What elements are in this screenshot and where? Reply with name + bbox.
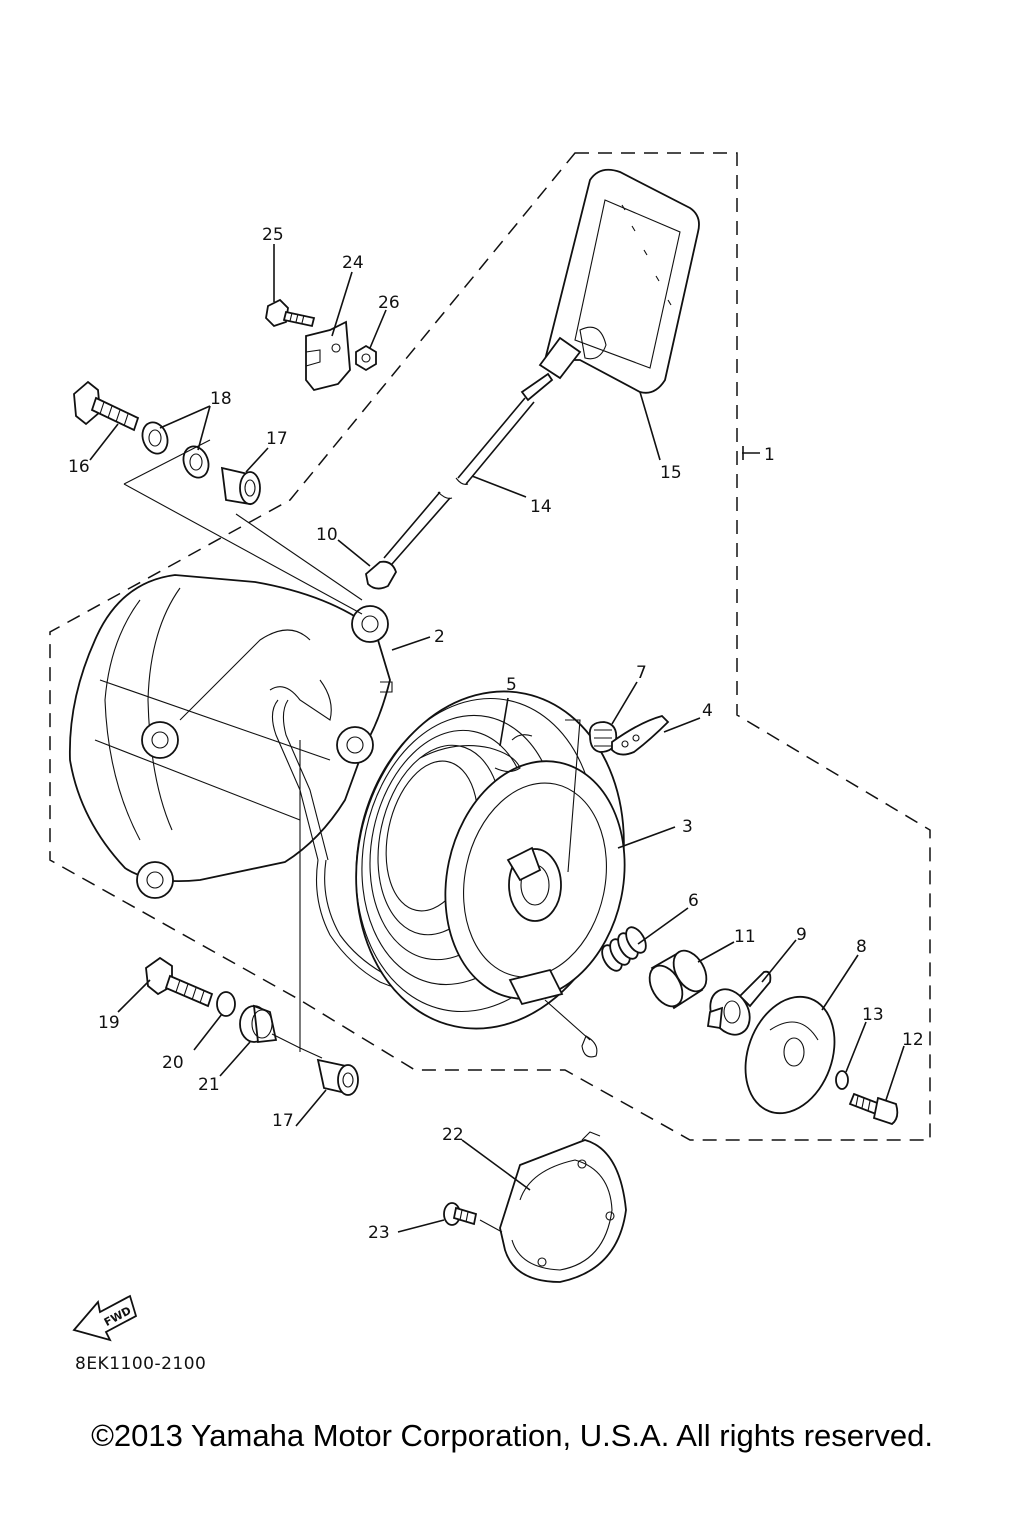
callout-9: 9 — [796, 925, 807, 945]
alignment-line-lower — [271, 740, 323, 1059]
damper-21 — [239, 1004, 278, 1043]
callout-21: 21 — [198, 1075, 220, 1095]
callout-14: 14 — [530, 497, 552, 517]
callout-25: 25 — [262, 225, 284, 245]
washer — [835, 1070, 849, 1090]
callout-4: 4 — [702, 701, 713, 721]
bolt-25 — [265, 298, 316, 328]
callout-18: 18 — [210, 389, 232, 409]
callout-13: 13 — [862, 1005, 884, 1025]
diagram-code: 8EK1100-2100 — [75, 1354, 207, 1374]
callout-24: 24 — [342, 253, 364, 273]
callout-26: 26 — [378, 293, 400, 313]
assembly-boundary — [49, 152, 931, 1141]
callout-1: 1 — [764, 445, 775, 465]
fwd-arrow-icon: FWD — [72, 1294, 138, 1342]
starter-case — [68, 574, 393, 899]
starter-handle — [538, 168, 700, 394]
callout-8: 8 — [856, 937, 867, 957]
callout-22: 22 — [442, 1125, 464, 1145]
rubber-collars — [141, 421, 210, 479]
callout-17-lower: 17 — [272, 1111, 294, 1131]
callout-23: 23 — [368, 1223, 390, 1243]
callout-15: 15 — [660, 463, 682, 483]
pawl — [611, 714, 670, 756]
drive-plate — [706, 970, 772, 1036]
callout-3: 3 — [682, 817, 693, 837]
collar-17-lower — [316, 1058, 359, 1096]
compression-spring — [601, 926, 647, 972]
screw-23 — [443, 1202, 478, 1226]
callout-2: 2 — [434, 627, 445, 647]
collar — [648, 949, 708, 1010]
collar-17-upper — [220, 466, 261, 506]
callout-6: 6 — [688, 891, 699, 911]
callout-12: 12 — [902, 1030, 924, 1050]
washer-20 — [216, 991, 236, 1017]
callout-20: 20 — [162, 1053, 184, 1073]
nut-26 — [355, 344, 377, 372]
bolt-12 — [848, 1092, 899, 1126]
leader-lines — [89, 244, 905, 1233]
spiral-spring — [419, 745, 521, 773]
callout-17-upper: 17 — [266, 429, 288, 449]
copyright-notice: ©2013 Yamaha Motor Corporation, U.S.A. A… — [91, 1418, 933, 1453]
parts-diagram: FWD 1 2 3 4 5 6 7 8 — [49, 152, 931, 1342]
alignment-line-upper — [123, 439, 363, 615]
recoil-pulley — [355, 690, 626, 1058]
callout-10: 10 — [316, 525, 338, 545]
callout-11: 11 — [734, 927, 756, 947]
bolt-16 — [73, 380, 140, 432]
callout-19: 19 — [98, 1013, 120, 1033]
starter-pulley-cover — [499, 1131, 627, 1283]
starter-rope — [383, 372, 554, 565]
callout-16: 16 — [68, 457, 90, 477]
bolt-19 — [145, 956, 214, 1008]
callout-5: 5 — [506, 675, 517, 695]
callout-7: 7 — [636, 663, 647, 683]
cover-plate — [744, 995, 836, 1115]
rope-path — [271, 699, 319, 861]
bracket — [305, 320, 351, 392]
rope-guide — [365, 560, 397, 590]
